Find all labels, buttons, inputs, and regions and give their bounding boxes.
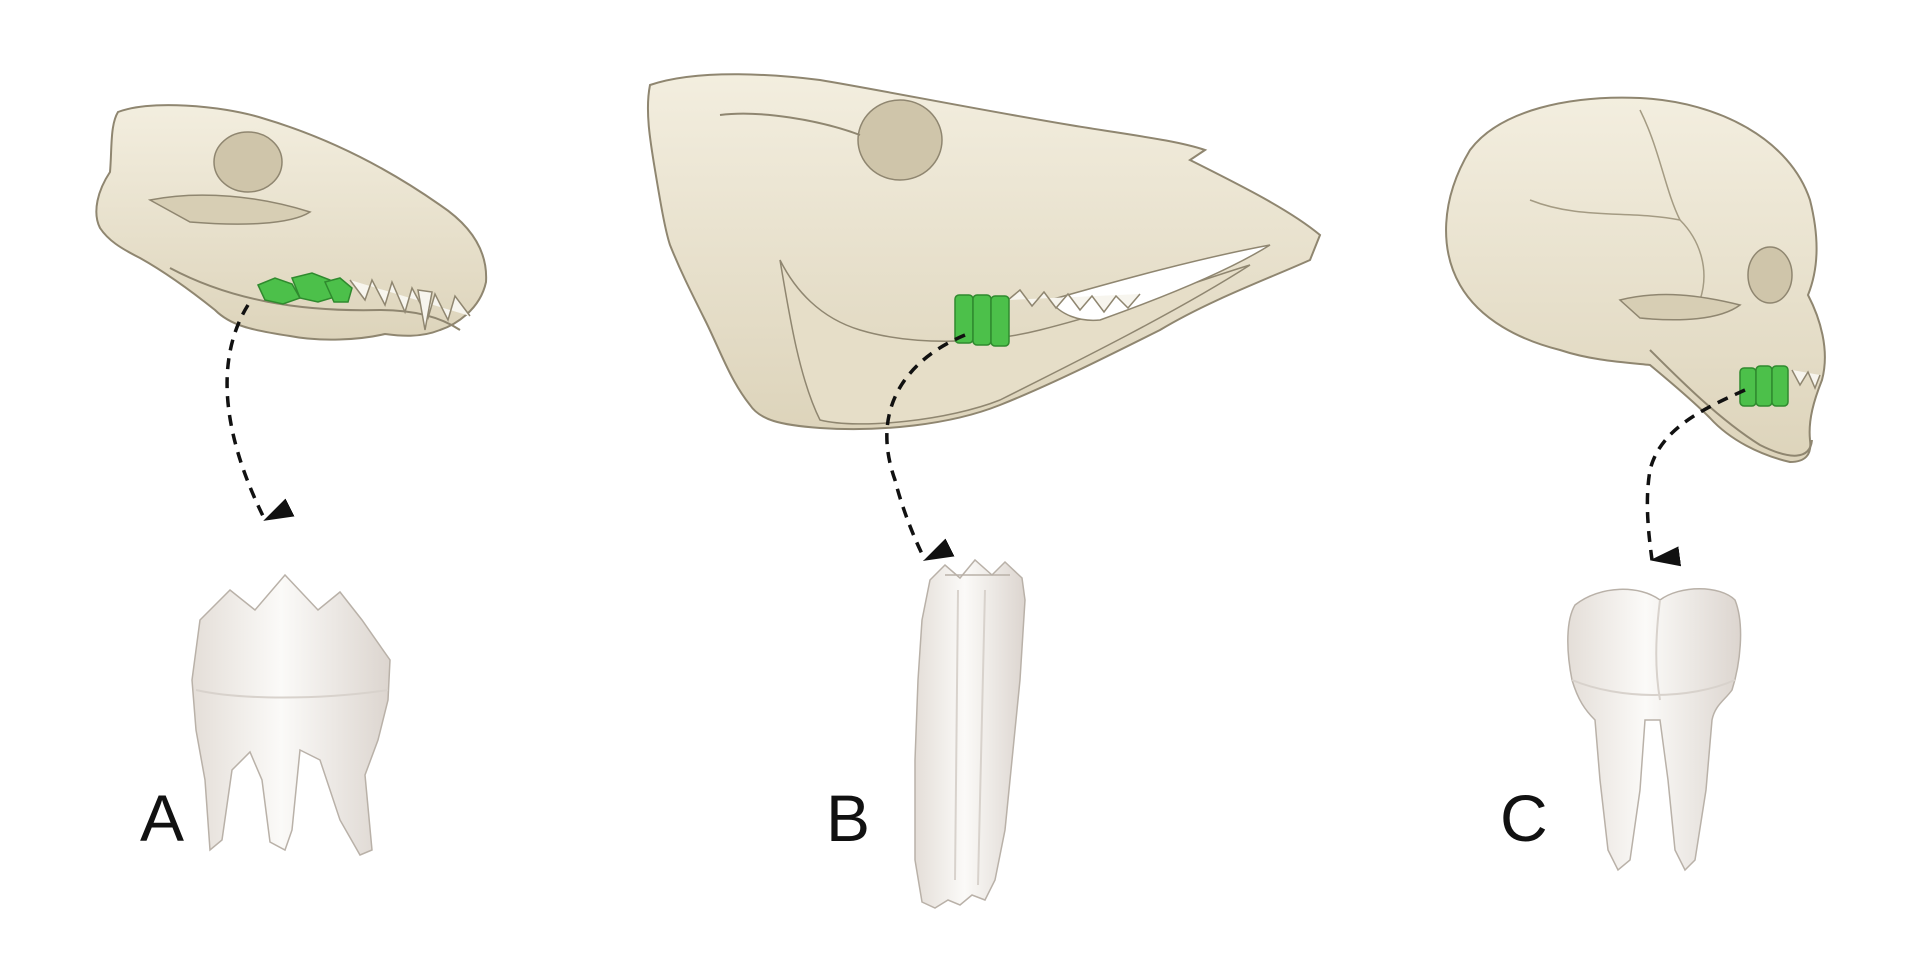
highlighted-teeth-a (256, 272, 353, 305)
arrow-c (1645, 388, 1746, 567)
highlighted-teeth-b (954, 294, 1010, 347)
panel-b (646, 73, 1322, 909)
panel-a (95, 104, 488, 856)
human-molar-icon (1567, 588, 1742, 872)
horse-skull-icon (646, 73, 1322, 431)
label-c: C (1500, 781, 1548, 855)
panel-c (1445, 96, 1826, 872)
carnassial-molar-icon (191, 573, 391, 856)
human-skull-icon (1445, 96, 1826, 464)
label-a: A (140, 781, 185, 855)
dog-skull-icon (95, 104, 488, 341)
arrow-a (225, 304, 295, 521)
label-b: B (826, 781, 871, 855)
highlighted-teeth-c (1739, 365, 1789, 407)
arrow-b (885, 333, 966, 561)
hypsodont-cheek-tooth-icon (914, 558, 1026, 909)
